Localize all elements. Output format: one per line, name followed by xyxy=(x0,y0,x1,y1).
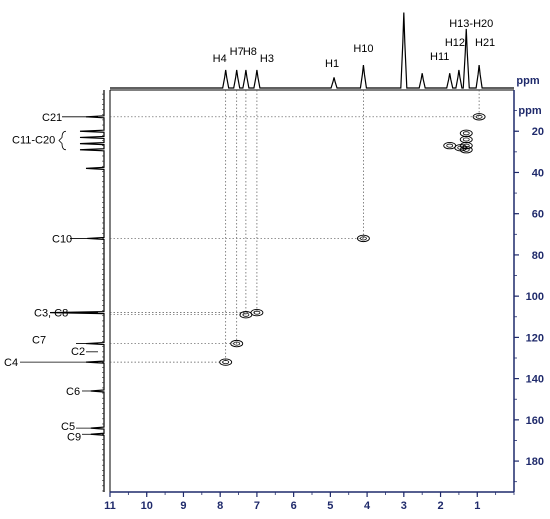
x-tick-label: 3 xyxy=(401,500,407,512)
carbon-label: C7 xyxy=(32,335,46,347)
cross-peak xyxy=(230,339,244,348)
x-tick-label: 9 xyxy=(180,500,186,512)
x-tick-label: 2 xyxy=(437,500,443,512)
x-tick-label: 5 xyxy=(327,500,333,512)
x-unit-label: ppm xyxy=(516,75,539,87)
proton-label: H10 xyxy=(353,43,373,55)
cross-peak-inner xyxy=(462,131,470,136)
cross-peak xyxy=(459,135,473,144)
cross-peak-inner xyxy=(242,312,250,317)
carbon-label: C21 xyxy=(42,112,62,124)
y-tick-label: 180 xyxy=(526,456,544,468)
cross-peak xyxy=(219,358,233,366)
cross-peak-inner xyxy=(462,137,470,142)
proton-spectrum-trace xyxy=(110,12,514,89)
cross-peak-inner xyxy=(462,147,470,152)
proton-label: H21 xyxy=(475,37,495,49)
y-tick-label: 60 xyxy=(532,209,544,221)
carbon-label: C10 xyxy=(52,233,72,245)
y-tick-label: 80 xyxy=(532,250,544,262)
proton-label: H3 xyxy=(260,53,274,65)
x-tick-label: 11 xyxy=(104,500,116,512)
x-tick-label: 10 xyxy=(141,500,153,512)
cross-peak-inner xyxy=(446,143,454,148)
cross-peak xyxy=(459,146,473,154)
y-tick-label: 140 xyxy=(526,374,544,386)
carbon-label: C3, C8 xyxy=(34,308,68,320)
y-unit-label: ppm xyxy=(518,105,541,117)
proton-label: H8 xyxy=(243,46,257,58)
carbon-label: C4 xyxy=(4,357,18,369)
carbon-label: C11-C20 xyxy=(12,134,55,146)
y-tick-label: 20 xyxy=(532,126,544,138)
carbon-label: C6 xyxy=(66,386,80,398)
cross-peak-inner xyxy=(475,114,483,119)
x-tick-label: 1 xyxy=(474,500,480,512)
proton-label: H4 xyxy=(213,53,227,65)
proton-label: H13-H20 xyxy=(449,18,493,30)
y-tick-label: 100 xyxy=(526,291,544,303)
carbon-label: C5 xyxy=(61,421,75,433)
y-tick-label: 160 xyxy=(526,415,544,427)
x-tick-label: 8 xyxy=(217,500,223,512)
cross-peak-inner xyxy=(222,360,230,365)
cross-peak xyxy=(459,129,473,137)
cross-peak-inner xyxy=(253,310,261,315)
x-tick-label: 4 xyxy=(364,500,371,512)
brace-c11-c20 xyxy=(58,130,67,151)
carbon-label: C9 xyxy=(67,431,81,443)
cross-peak xyxy=(443,142,457,150)
cross-peak-inner xyxy=(233,341,241,346)
x-tick-label: 6 xyxy=(291,500,297,512)
cross-peak xyxy=(454,144,468,152)
proton-label: H11 xyxy=(430,51,449,63)
cross-peak xyxy=(356,234,370,243)
cross-peak-inner xyxy=(360,236,367,241)
proton-label: H1 xyxy=(325,58,339,70)
carbon-label: C2 xyxy=(71,346,85,358)
cross-peak xyxy=(472,113,486,121)
x-tick-label: 7 xyxy=(254,500,260,512)
proton-label: H7 xyxy=(230,46,244,58)
cross-peak xyxy=(239,311,253,319)
y-tick-label: 120 xyxy=(526,332,544,344)
cross-peak xyxy=(250,308,264,317)
proton-label: H12 xyxy=(445,37,465,49)
y-tick-label: 40 xyxy=(532,167,544,179)
